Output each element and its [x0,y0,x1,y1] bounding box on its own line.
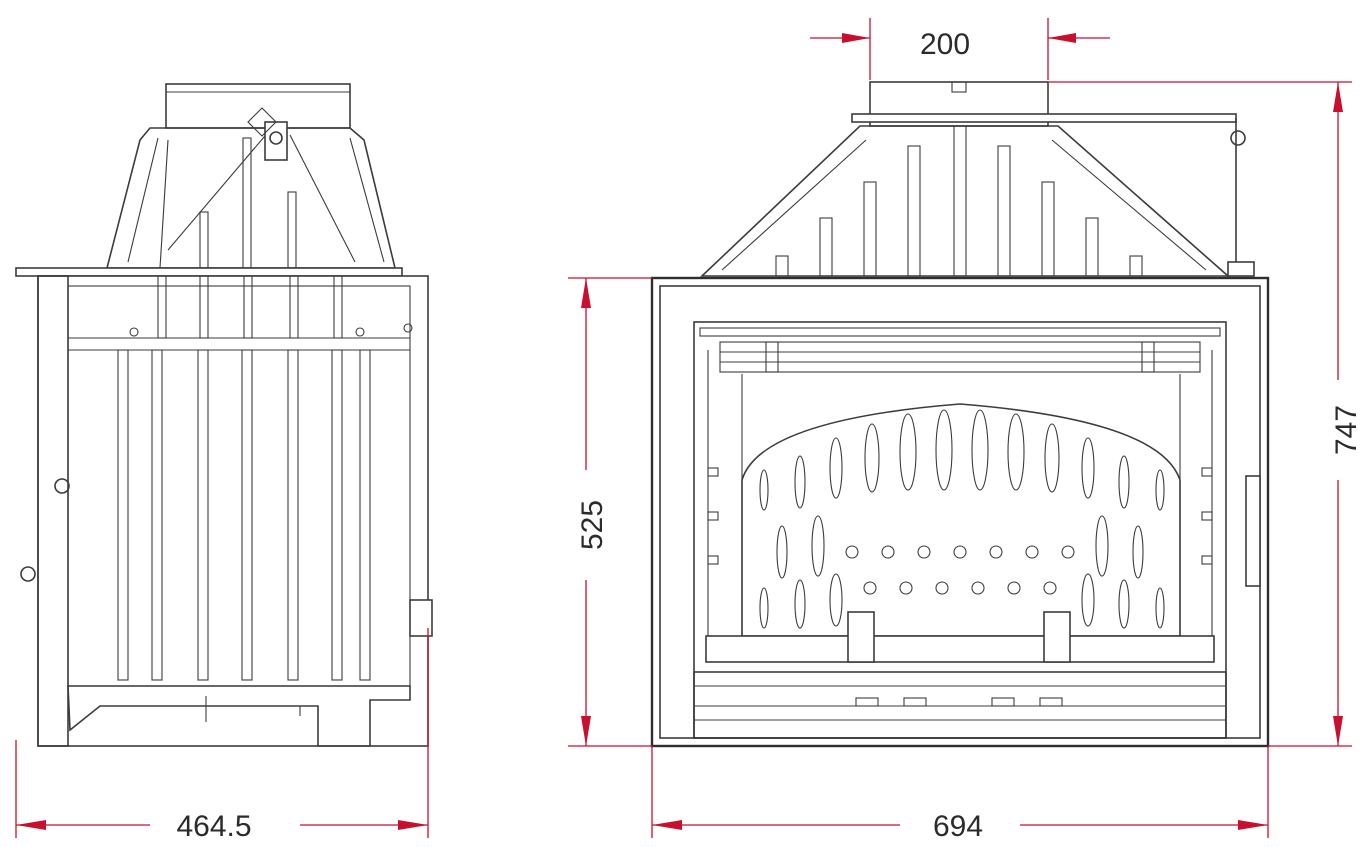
total-height-label: 747 [1330,405,1363,455]
dimension-total-height: 747 [1048,81,1363,747]
front-width-label: 694 [933,810,983,843]
side-view [15,83,433,747]
side-fins [117,275,371,681]
front-fins [775,125,1143,277]
dimension-flue-diameter: 200 [810,18,1110,80]
flue-diameter-label: 200 [920,28,970,61]
dimension-front-width: 694 [651,746,1269,843]
dimension-side-depth: 464.5 [15,628,429,843]
side-depth-label: 464.5 [176,810,251,843]
dimension-opening-height: 525 [568,277,652,747]
front-view [650,81,1270,748]
opening-height-label: 525 [576,500,609,550]
back-plate-pattern [759,409,1165,629]
